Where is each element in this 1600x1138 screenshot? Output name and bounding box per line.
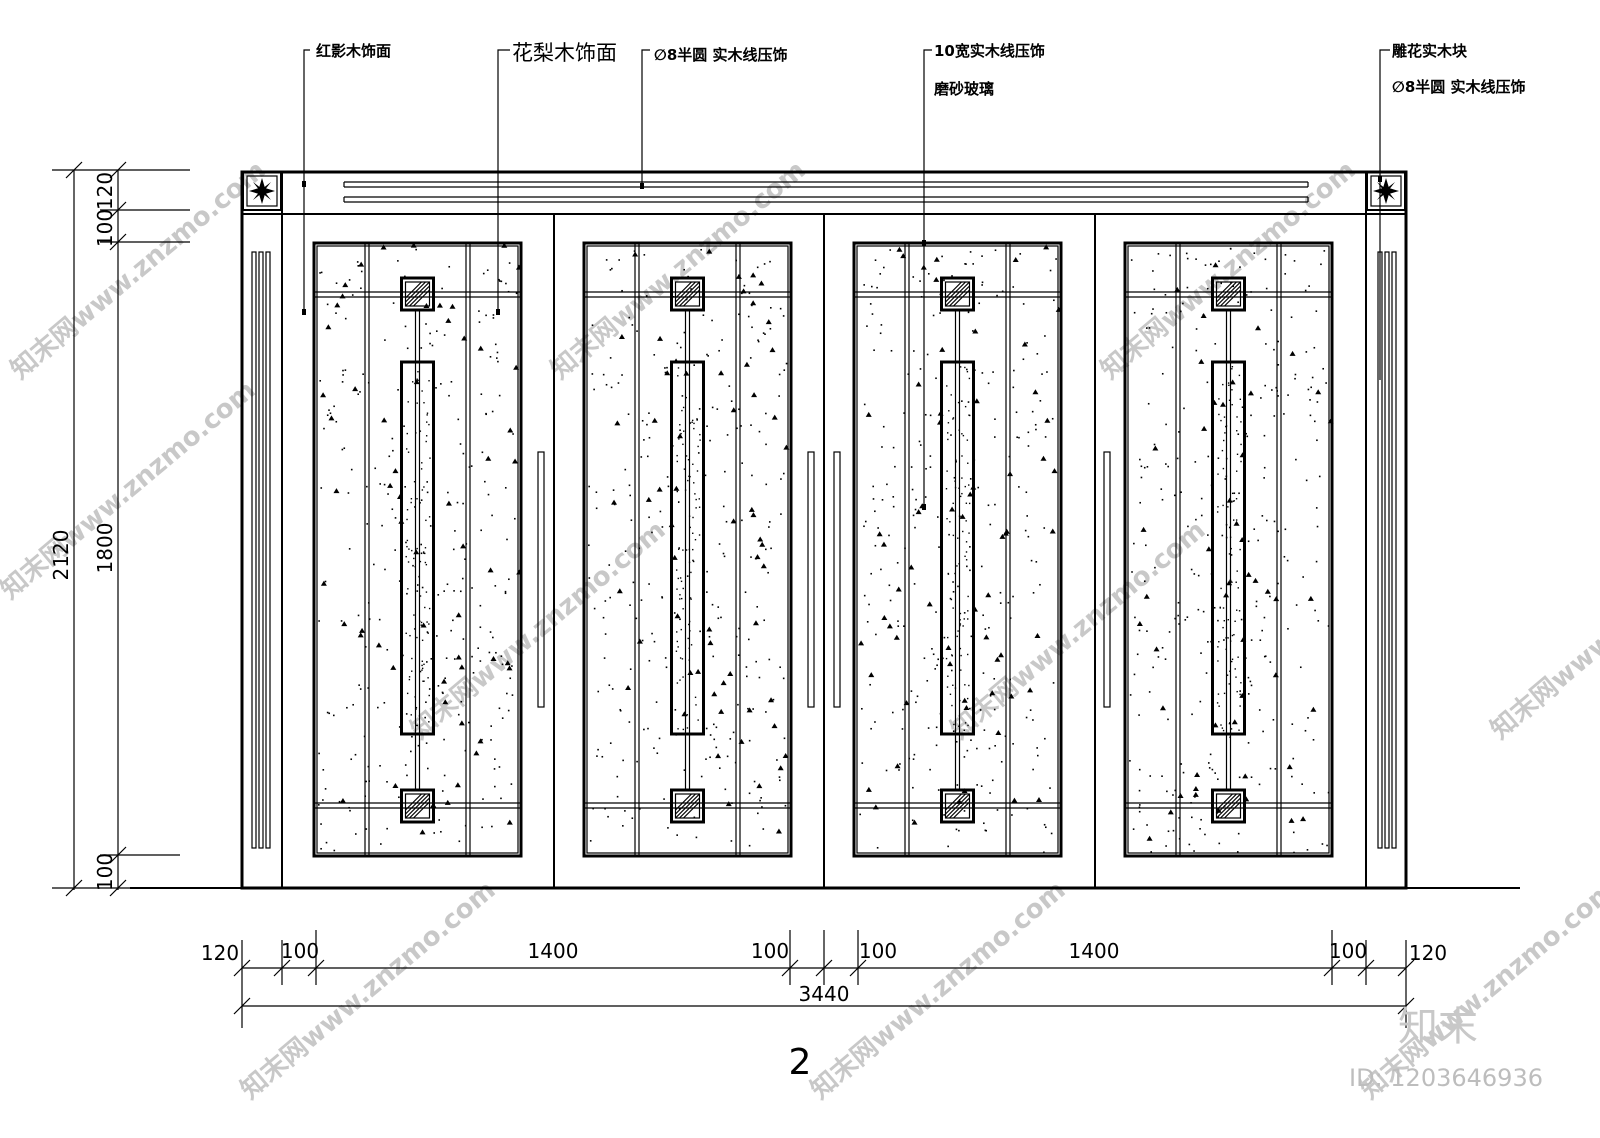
brand-logo-text: 知末 — [1398, 1004, 1478, 1050]
dim-width-100-left: 100 — [281, 939, 319, 963]
carved-block-right — [1366, 171, 1406, 211]
dim-height-100-bottom: 100 — [93, 853, 117, 891]
hatched-block — [400, 788, 435, 824]
frosted-glass-texture — [1129, 247, 1334, 854]
door-leaf — [852, 241, 1063, 858]
door-handles — [537, 451, 1111, 708]
leader-lines — [302, 49, 1390, 510]
dim-width-1400-left: 1400 — [528, 939, 579, 963]
label-hongying-veneer: 红影木饰面 — [316, 42, 391, 60]
watermark-text: 知末网www.znzmo.com — [945, 515, 1211, 745]
dim-height-1800: 1800 — [93, 523, 117, 574]
watermark-text: 知末网www.znzmo.com — [235, 875, 501, 1105]
handle — [833, 451, 841, 708]
dim-width-total: 3440 — [799, 982, 850, 1006]
handle — [537, 451, 545, 708]
hatched-block — [1211, 788, 1246, 824]
label-solid-wood-trim-10: 10宽实木线压饰 — [934, 42, 1045, 60]
watermark-text: 知末网www.znzmo.com — [1095, 155, 1361, 385]
handle — [807, 451, 815, 708]
horizontal-dimensions: 120 100 1400 100 100 1400 100 120 3440 — [201, 930, 1447, 1028]
handle — [1103, 451, 1111, 708]
dim-width-1400-right: 1400 — [1069, 939, 1120, 963]
dim-width-120-right: 120 — [1409, 941, 1447, 965]
frosted-glass-texture — [588, 248, 790, 847]
dim-width-100-mid-left: 100 — [751, 939, 789, 963]
hatched-block — [670, 788, 705, 824]
dim-height-100-top: 100 — [93, 209, 117, 247]
left-column-grooves — [251, 251, 271, 849]
label-carved-wood-block: 雕花实木块 — [1392, 42, 1468, 60]
right-column-grooves — [1377, 251, 1397, 849]
label-huali-veneer: 花梨木饰面 — [512, 41, 617, 65]
frosted-glass-texture — [318, 242, 523, 852]
vertical-dimensions: 2120 120 100 1800 100 — [49, 161, 190, 897]
door-leaves — [312, 241, 1334, 858]
hatched-block — [1211, 276, 1246, 312]
door-leaf — [312, 241, 523, 858]
dim-height-120: 120 — [93, 172, 117, 210]
dim-width-100-mid-right: 100 — [859, 939, 897, 963]
hatched-block — [400, 276, 435, 312]
watermark-text: 知末网www.znzmo.com — [1485, 515, 1600, 745]
image-id-text: ID: 1203646936 — [1349, 1064, 1543, 1092]
dim-width-120-left: 120 — [201, 941, 239, 965]
door-frame — [240, 170, 1408, 890]
label-half-round-moulding-right: ∅8半圆 实木线压饰 — [1392, 78, 1526, 96]
label-frosted-glass: 磨砂玻璃 — [933, 80, 994, 98]
door-leaf — [582, 241, 793, 858]
dim-height-total: 2120 — [49, 530, 73, 581]
watermark-text: 知末网www.znzmo.com — [5, 155, 271, 385]
hatched-block — [670, 276, 705, 312]
hatched-block — [940, 788, 975, 824]
hatched-block — [940, 276, 975, 312]
dim-width-100-right: 100 — [1329, 939, 1367, 963]
door-leaf — [1123, 241, 1334, 858]
watermark-text: 知末网www.znzmo.com — [0, 375, 261, 605]
carved-block-left — [242, 171, 282, 211]
annotations: 红影木饰面 花梨木饰面 ∅8半圆 实木线压饰 10宽实木线压饰 磨砂玻璃 雕花实… — [316, 41, 1526, 98]
label-half-round-moulding-top: ∅8半圆 实木线压饰 — [654, 46, 788, 64]
drawing-number: 2 — [789, 1042, 812, 1083]
